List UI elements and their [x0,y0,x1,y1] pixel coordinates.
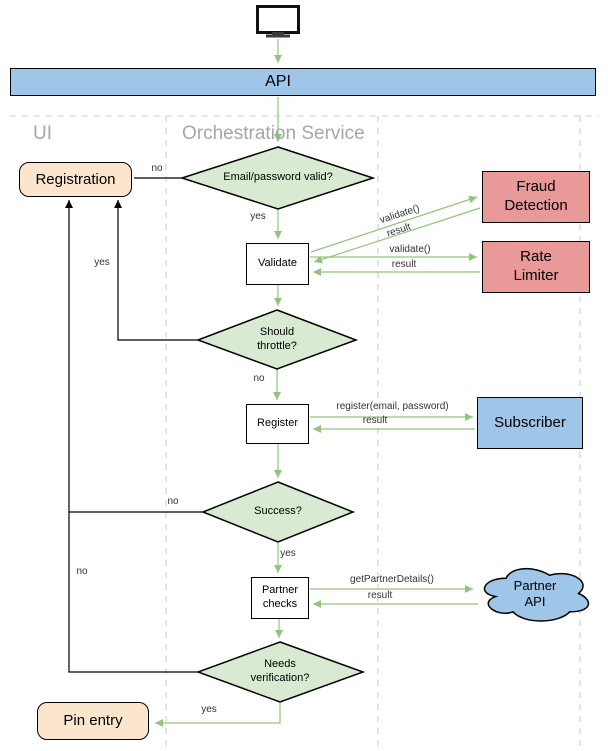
partner-api-cloud [483,567,590,622]
edge-label-subscriber-result: result [362,415,388,426]
edge-label-throttle-yes: yes [94,257,110,268]
decision-needs-verification-shape [195,641,366,703]
edge-label-success-no: no [167,496,179,507]
green-arrows [155,39,481,727]
lane-label-orchestration: Orchestration Service [182,123,365,144]
edge-label-needs-yes: yes [201,704,217,715]
edge-label-email-yes: yes [250,211,266,222]
node-registration: Registration [19,162,132,197]
decision-shapes [179,146,376,703]
edge-label-subscriber-call: register(email, password) [336,401,449,412]
node-pin-entry: Pin entry [37,702,149,740]
edge-label-rate-result: result [391,259,417,270]
edge-label-success-yes: yes [280,548,296,559]
lane-label-ui: UI [33,123,52,144]
decision-email-valid-shape [179,146,376,210]
monitor-icon [256,5,300,38]
edge-label-needs-no: no [76,566,88,577]
edge-label-throttle-no: no [253,373,265,384]
node-validate: Validate [246,243,309,285]
api-bar-label: API [265,73,291,90]
node-subscriber: Subscriber [477,397,583,449]
edge-label-partner-result: result [367,590,393,601]
edge-label-email-no: no [151,163,163,174]
black-arrows [65,177,203,673]
decision-success-shape [200,481,356,543]
decision-should-throttle-shape [195,309,359,370]
node-register: Register [246,404,309,444]
api-bar [10,68,596,96]
edge-label-rate-call: validate() [389,244,431,255]
edge-label-partner-call: getPartnerDetails() [350,574,434,585]
